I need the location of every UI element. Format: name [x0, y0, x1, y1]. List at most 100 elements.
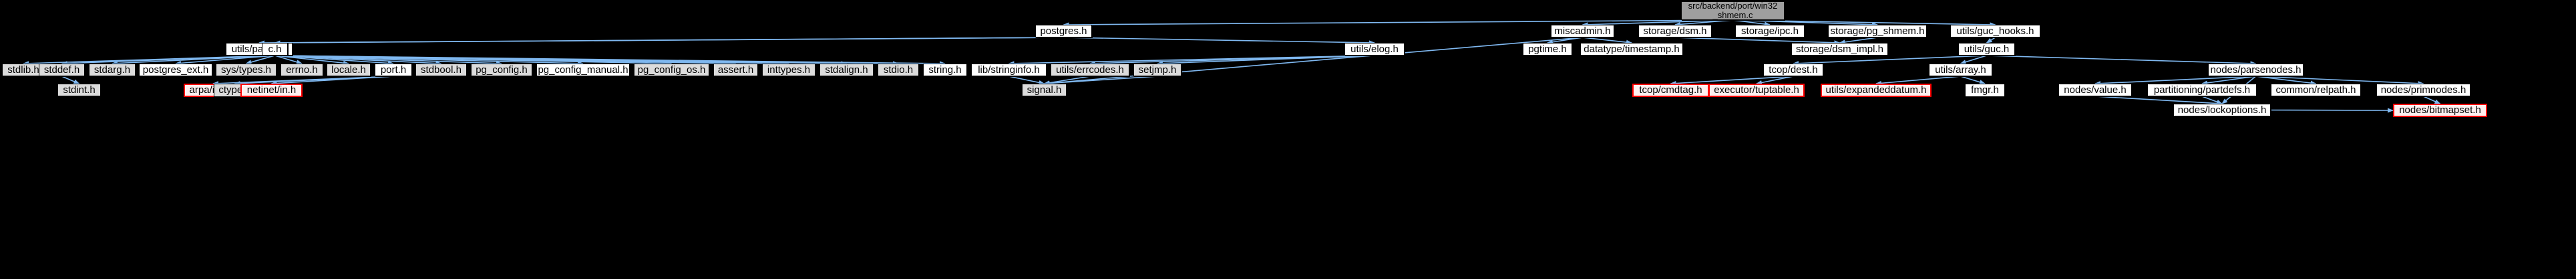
- graph-node-stdbool_h[interactable]: stdbool.h: [415, 64, 467, 76]
- edge-port_h-to-netinet_in_h: [270, 76, 394, 86]
- graph-node-nodes_bitmapset_h[interactable]: nodes/bitmapset.h: [2393, 104, 2487, 117]
- edge-stddef_h-to-stdint_h: [61, 76, 80, 84]
- graph-node-pg_config_os_h[interactable]: pg_config_os.h: [634, 64, 709, 76]
- graph-node-partitioning_partdefs_h[interactable]: partitioning/partdefs.h: [2147, 84, 2257, 96]
- graph-node-stddef_h[interactable]: stddef.h: [39, 64, 85, 76]
- edge-root-to-postgres_h: [1063, 19, 1733, 27]
- graph-node-storage_dsm_impl_h[interactable]: storage/dsm_impl.h: [1791, 43, 1888, 56]
- graph-node-sys_types_h[interactable]: sys/types.h: [216, 64, 277, 76]
- edge-utils_guc_h-to-utils_array_h: [1960, 55, 1987, 64]
- graph-node-string_h[interactable]: string.h: [923, 64, 967, 76]
- edge-partitioning_partdefs_h-to-nodes_lockoptions_h: [2201, 96, 2223, 104]
- graph-node-root[interactable]: src/backend/port/win32 _shmem.c: [1681, 1, 1785, 20]
- graph-node-pgtime_h[interactable]: pgtime.h: [1523, 43, 1572, 56]
- graph-node-nodes_value_h[interactable]: nodes/value.h: [2058, 84, 2132, 96]
- edge-c_h-to-pg_config_os_h: [274, 55, 673, 66]
- edge-utils_guc_hooks_h-to-utils_guc_h: [1986, 37, 1996, 43]
- edge-c_h-to-postgres_ext_h: [175, 55, 275, 66]
- edge-utils_guc_h-to-tcop_dest_h: [1793, 55, 1987, 66]
- edge-c_h-to-stdarg_h: [112, 55, 275, 66]
- edge-c_h-to-stdalign_h: [274, 55, 848, 66]
- edge-nodes_lockoptions_h-to-nodes_bitmapset_h: [2270, 108, 2394, 113]
- graph-node-utils_guc_hooks_h[interactable]: utils/guc_hooks.h: [1950, 25, 2040, 37]
- edge-storage_dsm_h-to-storage_dsm_impl_h: [1674, 37, 1841, 45]
- graph-node-port_h[interactable]: port.h: [375, 64, 412, 76]
- graph-node-assert_h[interactable]: assert.h: [713, 64, 758, 76]
- graph-node-nodes_primnodes_h[interactable]: nodes/primnodes.h: [2376, 84, 2470, 96]
- graph-node-lib_stringinfo_h[interactable]: lib/stringinfo.h: [971, 64, 1047, 76]
- graph-node-tcop_dest_h[interactable]: tcop/dest.h: [1763, 64, 1823, 76]
- graph-node-nodes_parsenodes_h[interactable]: nodes/parsenodes.h: [2208, 64, 2304, 76]
- edge-postgres_h-to-utils_elog_h: [1063, 37, 1375, 45]
- edge-nodes_parsenodes_h-to-nodes_value_h: [2094, 76, 2256, 86]
- edge-root-to-utils_guc_hooks_h: [1732, 19, 1996, 27]
- graph-node-executor_tuptable_h[interactable]: executor/tuptable.h: [1708, 84, 1805, 97]
- graph-node-utils_guc_h[interactable]: utils/guc.h: [1958, 43, 2015, 56]
- edge-c_h-to-string_h: [274, 55, 946, 66]
- graph-node-storage_pg_shmem_h[interactable]: storage/pg_shmem.h: [1828, 25, 1927, 37]
- graph-node-netinet_in_h[interactable]: netinet/in.h: [240, 84, 303, 97]
- graph-node-locale_h[interactable]: locale.h: [327, 64, 371, 76]
- graph-node-stdlib_h[interactable]: stdlib.h: [2, 64, 45, 76]
- edge-tcop_dest_h-to-tcop_cmdtag_h: [1670, 76, 1794, 86]
- graph-node-fmgr_h[interactable]: fmgr.h: [1965, 84, 2005, 97]
- graph-node-c_h[interactable]: c.h: [262, 43, 288, 56]
- edge-c_h-to-stdio_h: [274, 55, 899, 66]
- edge-utils_array_h-to-fmgr_h: [1960, 76, 1986, 85]
- edge-utils_guc_h-to-nodes_parsenodes_h: [1986, 55, 2257, 66]
- graph-node-pg_config_manual_h[interactable]: pg_config_manual.h: [536, 64, 630, 76]
- graph-node-nodes_lockoptions_h[interactable]: nodes/lockoptions.h: [2173, 104, 2271, 116]
- edge-c_h-to-inttypes_h: [274, 55, 789, 66]
- edge-c_h-to-pg_config_manual_h: [274, 55, 584, 66]
- graph-node-miscadmin_h[interactable]: miscadmin.h: [1551, 25, 1614, 37]
- edge-storage_pg_shmem_h-to-storage_dsm_impl_h: [1839, 37, 1878, 45]
- edge-setjmp_h-to-signal_h: [1043, 76, 1158, 86]
- graph-node-utils_expandeddatum_h[interactable]: utils/expandeddatum.h: [1821, 84, 1931, 97]
- graph-node-stdio_h[interactable]: stdio.h: [878, 64, 919, 76]
- graph-node-stdint_h[interactable]: stdint.h: [57, 84, 101, 96]
- edge-lib_stringinfo_h-to-signal_h: [1008, 76, 1045, 85]
- edge-c_h-to-locale_h: [274, 55, 349, 66]
- edge-root-to-miscadmin_h: [1582, 19, 1733, 27]
- graph-node-stdarg_h[interactable]: stdarg.h: [89, 64, 136, 76]
- edge-c_h-to-port_h: [274, 55, 394, 66]
- graph-node-tcop_cmdtag_h[interactable]: tcop/cmdtag.h: [1632, 84, 1709, 97]
- edge-nodes_parsenodes_h-to-partitioning_partdefs_h: [2201, 76, 2256, 86]
- edge-utils_elog_h-to-utils_errcodes_h: [1089, 55, 1375, 66]
- edge-port_h-to-arpa_inet_h: [212, 76, 394, 86]
- edge-nodes_primnodes_h-to-nodes_bitmapset_h: [2423, 96, 2441, 104]
- graph-node-common_relpath_h[interactable]: common/relpath.h: [2271, 84, 2361, 96]
- graph-node-postgres_h[interactable]: postgres.h: [1035, 25, 1092, 37]
- edge-root-to-storage_ipc_h: [1732, 19, 1771, 27]
- graph-node-utils_errcodes_h[interactable]: utils/errcodes.h: [1051, 64, 1129, 76]
- graph-node-errno_h[interactable]: errno.h: [281, 64, 323, 76]
- edge-tcop_dest_h-to-executor_tuptable_h: [1756, 76, 1794, 85]
- graph-node-stdalign_h[interactable]: stdalign.h: [819, 64, 874, 76]
- graph-node-datatype_timestamp_h[interactable]: datatype/timestamp.h: [1580, 43, 1683, 56]
- graph-node-utils_elog_h[interactable]: utils/elog.h: [1344, 43, 1405, 56]
- graph-node-postgres_ext_h[interactable]: postgres_ext.h: [139, 64, 212, 76]
- edge-c_h-to-errno_h: [274, 55, 303, 65]
- graph-node-setjmp_h[interactable]: setjmp.h: [1133, 64, 1181, 76]
- graph-node-storage_dsm_h[interactable]: storage/dsm.h: [1638, 25, 1712, 37]
- edge-nodes_parsenodes_h-to-nodes_primnodes_h: [2255, 76, 2424, 86]
- graph-node-pg_config_h[interactable]: pg_config.h: [471, 64, 532, 76]
- graph-node-inttypes_h[interactable]: inttypes.h: [762, 64, 815, 76]
- edge-c_h-to-assert_h: [274, 55, 737, 66]
- edge-c_h-to-stdbool_h: [274, 55, 442, 66]
- graph-node-utils_array_h[interactable]: utils/array.h: [1929, 64, 1992, 76]
- edge-c_h-to-stdlib_h: [23, 55, 275, 66]
- edge-miscadmin_h-to-datatype_timestamp_h: [1582, 37, 1632, 45]
- edge-port_h-to-ctype_h: [234, 76, 394, 86]
- edge-c_h-to-sys_types_h: [245, 55, 275, 65]
- edge-c_h-to-stddef_h: [61, 55, 275, 66]
- edge-utils_elog_h-to-lib_stringinfo_h: [1008, 55, 1375, 66]
- edge-miscadmin_h-to-signal_h: [1043, 37, 1583, 86]
- graph-node-storage_ipc_h[interactable]: storage/ipc.h: [1735, 25, 1805, 37]
- graph-node-signal_h[interactable]: signal.h: [1022, 84, 1067, 96]
- edge-root-to-storage_pg_shmem_h: [1732, 19, 1878, 27]
- edge-postgres_h-to-c_h: [274, 37, 1064, 45]
- edge-nodes_parsenodes_h-to-common_relpath_h: [2255, 76, 2317, 86]
